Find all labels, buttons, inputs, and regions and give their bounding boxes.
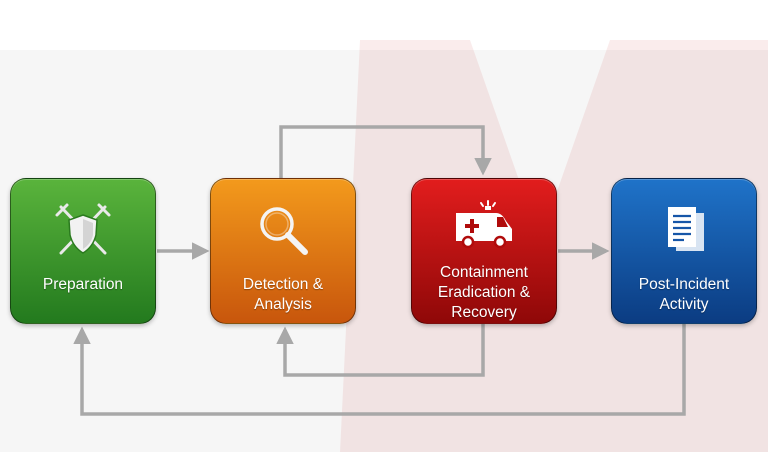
step-label-detection: Detection & Analysis <box>242 276 324 313</box>
step-preparation: Preparation <box>10 178 156 324</box>
step-label-post-incident: Post-Incident Activity <box>638 276 730 313</box>
arrow-detection-to-containment <box>279 125 492 178</box>
step-containment-eradication-recovery: Containment Eradication & Recovery <box>411 178 557 324</box>
document-icon <box>668 207 704 251</box>
arrow-post-to-prep <box>73 324 686 416</box>
step-label-preparation: Preparation <box>42 276 124 293</box>
magnifier-icon <box>260 207 308 255</box>
ambulance-icon <box>456 200 512 249</box>
shield-swords-icon <box>55 203 111 255</box>
arrow-containment-to-detection <box>276 324 485 377</box>
step-post-incident-activity: Post-Incident Activity <box>611 178 757 324</box>
step-label-containment: Containment Eradication & Recovery <box>437 264 531 321</box>
step-detection-analysis: Detection & Analysis <box>210 178 356 324</box>
